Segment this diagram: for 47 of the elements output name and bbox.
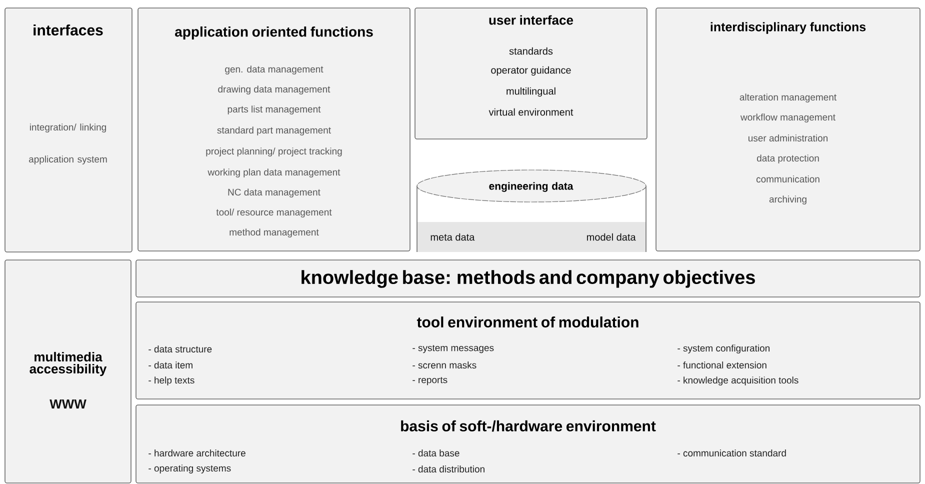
list-item: - knowledge acquisition tools [678,376,798,386]
list-item: - data structure [148,346,212,352]
heading: basis of soft-/hardware environment [401,420,656,432]
list-item: - data distribution [412,466,484,472]
heading: multimedia accessibility [30,352,107,376]
list-item: - operating systems [148,464,231,474]
list-item: - reports [412,376,448,386]
list-item: standards [509,47,553,55]
list-item: operator guidance [491,66,571,76]
heading: application oriented functions [175,26,373,40]
list-item: alteration management [740,94,836,102]
list-item: standard part management [217,126,331,136]
heading: interdisciplinary functions [710,22,866,34]
list-item: - functional extension [678,362,766,368]
list-item: workflow management [740,114,836,122]
list-item: NC data management [228,188,320,198]
list-item: - data item [148,362,192,368]
list-item: multilingual [506,87,556,97]
list-item: parts list management [228,106,321,114]
list-item: application system [29,156,107,164]
list-item: - system configuration [678,344,770,354]
list-item: - system messages [412,344,494,354]
heading: tool environment of modulation [416,316,638,328]
list-item: gen. data management [225,66,324,74]
list-item: tool/ resource management [216,208,332,218]
list-item: - help texts [148,376,194,386]
heading: engineering data [489,182,574,192]
list-item: user administration [748,134,828,142]
list-item: integration/ linking [30,124,106,132]
list-item: drawing data management [218,86,330,94]
list-item: communication [756,176,820,182]
list-item: meta data [430,233,475,241]
list-item: - hardware architecture [148,450,246,456]
list-item: working plan data management [208,168,340,178]
heading: interfaces [34,24,103,36]
list-item: - data base [412,450,460,456]
list-item: method management [230,228,319,238]
list-item: archiving [769,196,806,204]
list-item: project planning/ project tracking [206,148,342,156]
heading: user interface [489,15,574,25]
list-item: - communication standard [678,450,786,456]
list-item: model data [587,233,636,241]
list-item: WWW [50,400,86,408]
list-item: data protection [756,154,819,164]
heading: knowledge base: methods and company objectives [302,270,755,288]
list-item: virtual environment [488,108,574,116]
list-item: - screnn masks [412,362,476,368]
